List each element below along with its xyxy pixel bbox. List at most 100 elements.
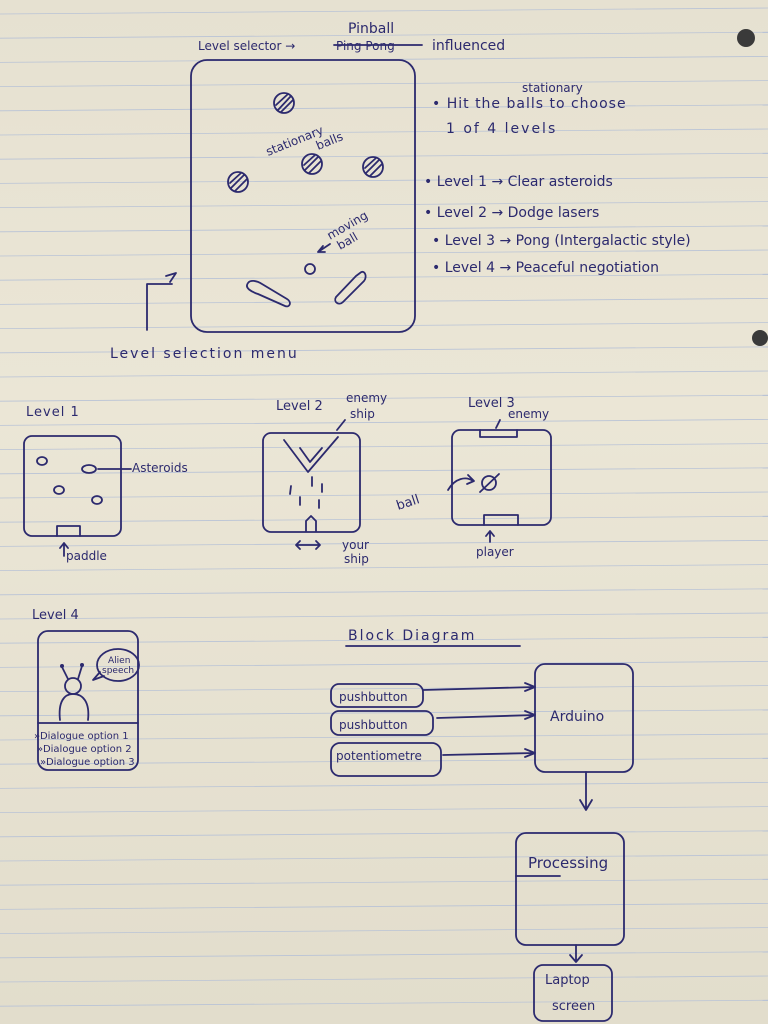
note-line2: 1 of 4 levels xyxy=(446,121,557,137)
label-level2-ship: ship xyxy=(350,407,375,421)
ruled-line xyxy=(0,661,768,668)
move-arrow xyxy=(295,540,321,550)
ruled-line xyxy=(0,999,768,1007)
ruled-line xyxy=(0,564,768,571)
lasers xyxy=(289,476,323,509)
ruled-line xyxy=(0,975,768,983)
processing-block xyxy=(515,832,625,946)
potentiometre-label: potentiometre xyxy=(336,749,422,763)
asteroid xyxy=(36,456,48,466)
stationary-ball xyxy=(227,171,249,193)
pushbutton-label-2: pushbutton xyxy=(339,718,408,732)
ruled-line xyxy=(0,104,768,112)
moving-ball xyxy=(304,263,316,275)
label-level3-enemy: enemy xyxy=(508,407,549,421)
speech-bubble xyxy=(96,648,140,682)
ruled-line xyxy=(0,515,768,523)
level1-paddle xyxy=(56,525,81,537)
ruled-line xyxy=(0,612,768,620)
level4-screen xyxy=(37,630,139,771)
ruled-line xyxy=(0,298,768,305)
stationary-ball xyxy=(301,153,323,175)
ruled-line xyxy=(0,128,768,136)
label-player: player xyxy=(476,545,514,559)
arrow-arduino-processing xyxy=(579,771,593,811)
ball-arrow xyxy=(447,474,475,491)
arduino-block xyxy=(534,663,634,773)
asteroid xyxy=(81,464,97,474)
arduino-label: Arduino xyxy=(550,709,604,725)
level1-title: Level 1 xyxy=(26,405,80,420)
block-diagram-title: Block Diagram xyxy=(348,628,476,644)
dialogue-option-3: »Dialogue option 3 xyxy=(40,757,135,768)
ruled-line xyxy=(0,806,768,813)
ruled-line xyxy=(0,31,768,39)
ruled-line xyxy=(0,80,768,87)
stationary-ball xyxy=(362,156,384,178)
ruled-lines xyxy=(0,7,768,1007)
pinball-subtitle-right: influenced xyxy=(432,38,505,54)
ruled-line xyxy=(0,927,768,934)
ruled-line xyxy=(0,152,768,160)
paddle-arrow xyxy=(59,542,69,557)
arrow-potentiometre-arduino xyxy=(442,748,536,758)
asteroid xyxy=(53,485,65,495)
note-line1: • Hit the balls to choose xyxy=(432,96,627,112)
ruled-line xyxy=(0,249,768,257)
ruled-line xyxy=(0,177,768,184)
ruled-line xyxy=(0,394,768,402)
label-asteroids: Asteroids xyxy=(132,461,188,475)
right-flipper xyxy=(334,270,367,305)
ruled-line xyxy=(0,491,768,499)
level2-screen xyxy=(262,432,361,533)
enemy-paddle xyxy=(479,429,518,438)
ruled-line xyxy=(0,419,768,426)
label-level3-ball: ball xyxy=(395,492,422,514)
pinball-title: Pinball xyxy=(348,21,394,37)
left-flipper xyxy=(246,279,291,308)
note-level1: • Level 1 → Clear asteroids xyxy=(424,174,613,190)
enemy-arrow xyxy=(336,419,346,431)
ruled-line xyxy=(0,273,768,281)
potentiometre-block xyxy=(330,742,442,777)
laptop-screen-block xyxy=(533,964,613,1022)
note-level2: • Level 2 → Dodge lasers xyxy=(424,205,599,221)
ruled-line xyxy=(0,709,768,717)
alien-icon xyxy=(58,663,90,721)
player-arrow xyxy=(485,530,495,543)
pinball-subtitle-struck: Ping Pong xyxy=(336,39,395,53)
level1-screen xyxy=(23,435,122,537)
pong-ball-trail xyxy=(479,473,500,493)
label-paddle: paddle xyxy=(66,549,107,563)
player-ship xyxy=(305,515,317,532)
label-level2-enemy: enemy xyxy=(346,391,387,405)
label-level-selection-menu: Level selection menu xyxy=(110,346,299,362)
ruled-line xyxy=(0,903,768,910)
ruled-line xyxy=(0,951,768,959)
dialogue-option-1: »Dialogue option 1 xyxy=(34,731,129,742)
note-level4: • Level 4 → Peaceful negotiation xyxy=(432,260,659,276)
label-your: your xyxy=(342,538,369,552)
enemy-ship xyxy=(283,436,339,473)
pinball-table xyxy=(190,59,416,333)
laptop-label-line2: screen xyxy=(552,999,595,1014)
laptop-label-line1: Laptop xyxy=(545,973,590,988)
arrow-pushbutton2-arduino xyxy=(436,710,536,720)
note-stationary: stationary xyxy=(522,81,583,95)
menu-pointer-arrow xyxy=(146,272,177,331)
enemy-ship-wing xyxy=(299,447,323,463)
binder-hole xyxy=(752,330,768,346)
ruled-line xyxy=(0,830,768,838)
pinball-subtitle-left: Level selector → xyxy=(198,39,295,53)
dialogue-option-2: »Dialogue option 2 xyxy=(37,744,132,755)
ruled-line xyxy=(0,685,768,692)
player-paddle xyxy=(483,514,519,526)
ruled-line xyxy=(0,322,768,329)
pushbutton-block-1 xyxy=(330,683,424,708)
ruled-line xyxy=(0,370,768,378)
processing-label: Processing xyxy=(528,854,608,872)
level4-title: Level 4 xyxy=(32,608,79,623)
stationary-ball xyxy=(273,92,295,114)
